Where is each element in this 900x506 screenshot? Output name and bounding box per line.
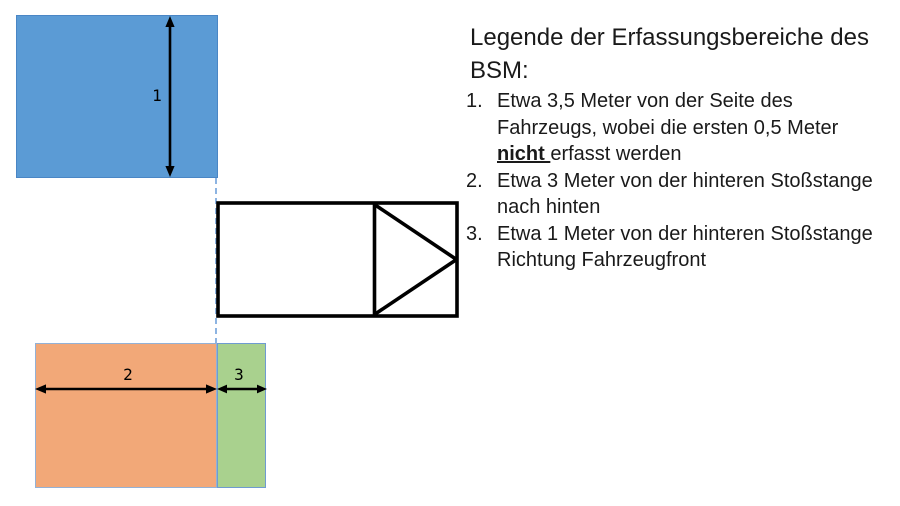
legend-item-1: 1. Etwa 3,5 Meter von der Seite des Fahr… — [466, 88, 887, 168]
legend-item-3-number: 3. — [466, 222, 483, 245]
zone-2-label: 2 — [123, 365, 133, 384]
legend-item-2: 2. Etwa 3 Meter von der hinteren Stoßsta… — [466, 168, 887, 221]
zone-3-label: 3 — [234, 365, 244, 384]
legend-title: Legende der Erfassungsbereiche des BSM: — [470, 24, 869, 84]
legend: Legende der Erfassungsbereiche des BSM: … — [466, 21, 887, 274]
legend-item-1-number: 1. — [466, 90, 483, 112]
zone-1-label: 1 — [152, 86, 162, 105]
legend-list: 1. Etwa 3,5 Meter von der Seite des Fahr… — [466, 88, 887, 274]
dimension-arrow-1 — [165, 16, 175, 177]
dimension-arrow-3 — [217, 384, 267, 394]
zone-1-side-detection-rect — [16, 15, 218, 178]
legend-item-1-text-after: erfasst werden — [550, 143, 682, 165]
zone-2-rear-detection-rect — [35, 343, 217, 488]
legend-item-1-emphasis: nicht — [497, 143, 551, 165]
legend-item-2-number: 2. — [466, 169, 483, 192]
legend-item-3-text: Etwa 1 Meter von der hinteren Stoßstange… — [497, 222, 873, 272]
vehicle-shape — [216, 201, 459, 318]
legend-item-2-text: Etwa 3 Meter von der hinteren Stoßstange… — [497, 169, 873, 219]
dimension-arrow-2 — [35, 384, 217, 394]
legend-item-1-text: Etwa 3,5 Meter von der Seite des Fahrzeu… — [497, 88, 887, 168]
legend-item-3: 3. Etwa 1 Meter von der hinteren Stoßsta… — [466, 221, 887, 274]
alignment-dashed-line — [215, 178, 217, 344]
legend-item-1-text-before: Etwa 3,5 Meter von der Seite des Fahrzeu… — [497, 90, 839, 139]
zone-3-front-direction-rect — [217, 343, 266, 488]
